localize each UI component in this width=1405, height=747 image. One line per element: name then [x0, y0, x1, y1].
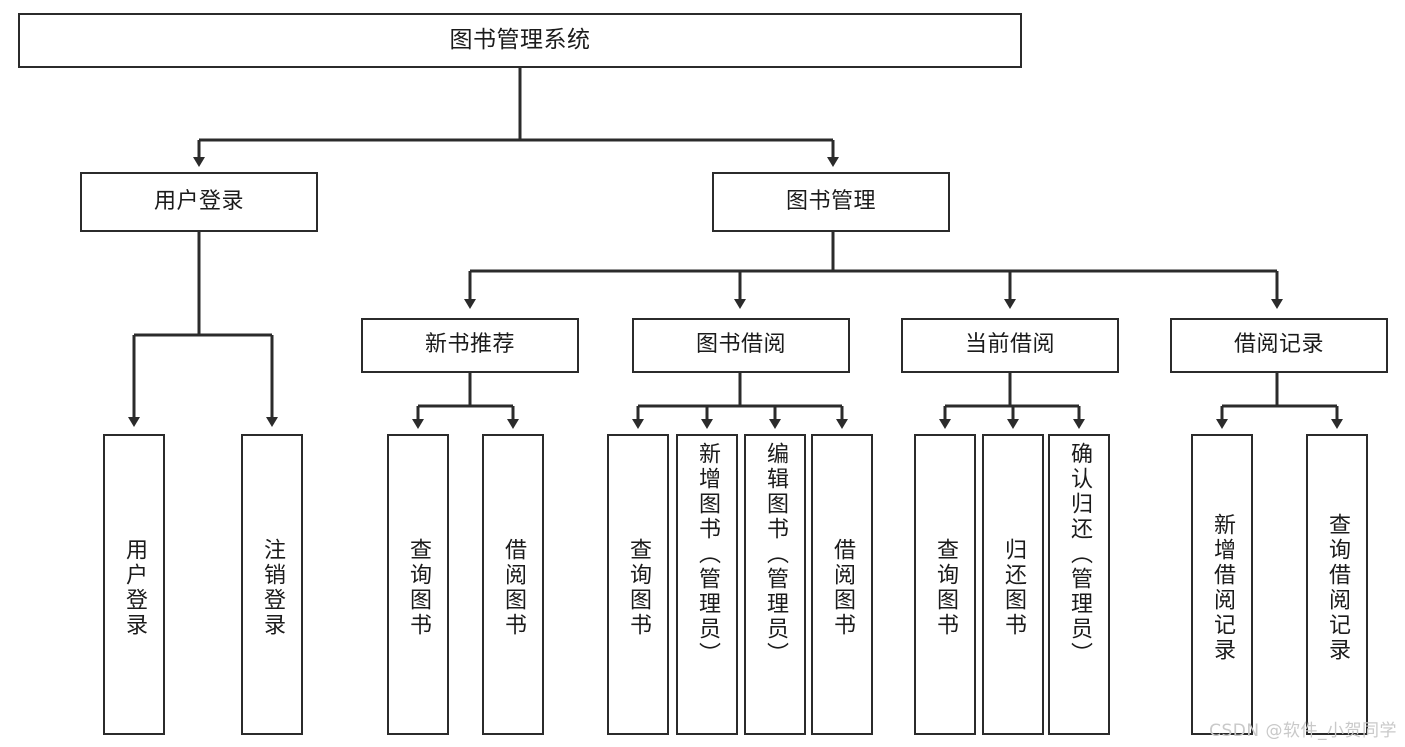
node-label: 确认归还（管理员） — [1067, 442, 1092, 667]
leaf-confirm-return-admin[interactable]: 确认归还（管理员） — [1048, 434, 1110, 735]
node-label: 用户登录 — [122, 537, 147, 638]
node-label: 当前借阅 — [964, 332, 1055, 358]
node-label: 新增图书（管理员） — [695, 442, 720, 667]
node-root-book-management-system[interactable]: 图书管理系统 — [18, 13, 1022, 68]
node-book-management[interactable]: 图书管理 — [712, 172, 950, 232]
leaf-query-borrow-record[interactable]: 查询借阅记录 — [1306, 434, 1368, 735]
leaf-add-book-admin[interactable]: 新增图书（管理员） — [676, 434, 738, 735]
node-label: 归还图书 — [1001, 537, 1026, 638]
leaf-add-borrow-record[interactable]: 新增借阅记录 — [1191, 434, 1253, 735]
node-user-login[interactable]: 用户登录 — [80, 172, 318, 232]
node-label: 注销登录 — [260, 537, 285, 638]
node-label: 查询借阅记录 — [1325, 512, 1350, 663]
node-book-borrowing[interactable]: 图书借阅 — [632, 318, 850, 373]
node-label: 用户登录 — [153, 188, 244, 214]
node-label: 借阅记录 — [1233, 332, 1324, 358]
node-label: 编辑图书（管理员） — [763, 442, 788, 667]
node-label: 查询图书 — [406, 537, 431, 638]
node-borrow-records[interactable]: 借阅记录 — [1170, 318, 1388, 373]
node-label: 新增借阅记录 — [1210, 512, 1235, 663]
node-current-borrowing[interactable]: 当前借阅 — [901, 318, 1119, 373]
node-label: 借阅图书 — [501, 537, 526, 638]
leaf-edit-book-admin[interactable]: 编辑图书（管理员） — [744, 434, 806, 735]
node-label: 借阅图书 — [830, 537, 855, 638]
leaf-borrow-books-recommend[interactable]: 借阅图书 — [482, 434, 544, 735]
leaf-logout[interactable]: 注销登录 — [241, 434, 303, 735]
leaf-query-books-current[interactable]: 查询图书 — [914, 434, 976, 735]
leaf-borrow-books[interactable]: 借阅图书 — [811, 434, 873, 735]
node-label: 查询图书 — [626, 537, 651, 638]
node-new-book-recommendation[interactable]: 新书推荐 — [361, 318, 579, 373]
leaf-query-books-recommend[interactable]: 查询图书 — [387, 434, 449, 735]
csdn-watermark: CSDN @软件_小贺同学 — [1209, 721, 1397, 741]
node-label: 图书管理 — [785, 188, 876, 214]
leaf-return-books[interactable]: 归还图书 — [982, 434, 1044, 735]
leaf-user-login[interactable]: 用户登录 — [103, 434, 165, 735]
node-label: 新书推荐 — [424, 332, 515, 358]
leaf-query-books-borrow[interactable]: 查询图书 — [607, 434, 669, 735]
node-label: 查询图书 — [933, 537, 958, 638]
node-label: 图书借阅 — [695, 332, 786, 358]
node-label: 图书管理系统 — [449, 26, 591, 53]
